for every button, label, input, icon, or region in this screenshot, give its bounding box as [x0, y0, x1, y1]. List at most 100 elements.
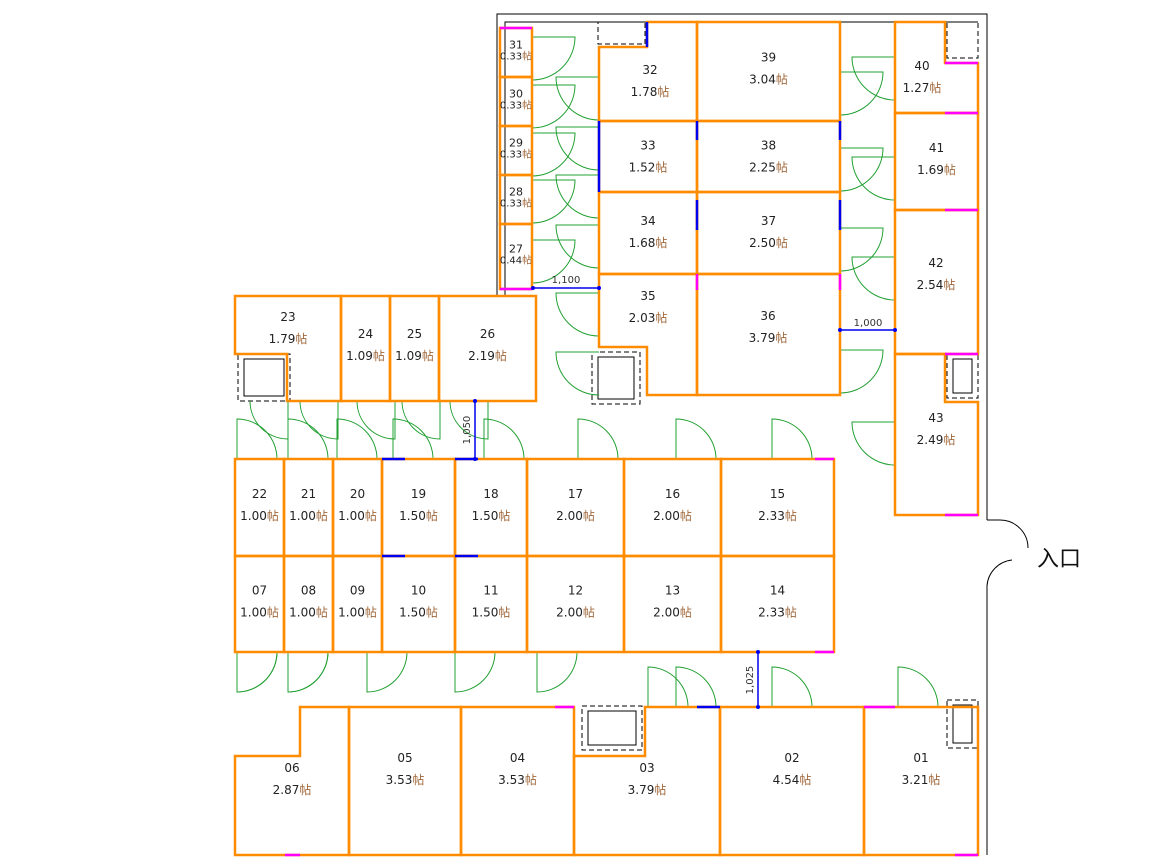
- doors: [236, 36, 939, 708]
- room-34[interactable]: 341.68帖: [597, 190, 699, 276]
- area-unit: 帖: [655, 235, 667, 250]
- door-swing-icon[interactable]: [647, 666, 689, 708]
- room-26[interactable]: 262.19帖: [437, 294, 538, 403]
- room-41[interactable]: 411.69帖: [893, 111, 980, 212]
- area-value: 1.09: [395, 349, 422, 363]
- room-number: 27: [509, 243, 523, 256]
- door-swing-icon[interactable]: [555, 76, 600, 121]
- room-37[interactable]: 372.50帖: [695, 190, 842, 276]
- room-16[interactable]: 162.00帖: [622, 457, 723, 558]
- room-38[interactable]: 382.25帖: [695, 119, 842, 194]
- room-12[interactable]: 122.00帖: [525, 554, 626, 654]
- door-swing-icon[interactable]: [555, 126, 600, 171]
- room-02[interactable]: 024.54帖: [718, 705, 866, 857]
- room-04[interactable]: 043.53帖: [459, 705, 576, 857]
- door-swing-icon[interactable]: [531, 239, 576, 284]
- door-swing-icon[interactable]: [531, 36, 576, 81]
- room-23[interactable]: 231.79帖: [233, 294, 343, 403]
- door-swing-icon[interactable]: [531, 132, 576, 177]
- door-swing-icon[interactable]: [771, 666, 813, 708]
- door-swing-icon[interactable]: [454, 651, 496, 693]
- door-swing-icon[interactable]: [366, 651, 408, 693]
- room-24[interactable]: 241.09帖: [339, 294, 392, 403]
- door-swing-icon[interactable]: [336, 418, 378, 460]
- room-06[interactable]: 062.87帖: [233, 705, 351, 857]
- door-swing-icon[interactable]: [249, 400, 289, 440]
- door-swing-icon[interactable]: [851, 421, 896, 466]
- door-swing-icon[interactable]: [449, 400, 489, 440]
- door-swing-icon[interactable]: [839, 71, 884, 116]
- room-14[interactable]: 142.33帖: [719, 554, 836, 654]
- entrance[interactable]: 入口: [986, 519, 1081, 587]
- room-09[interactable]: 091.00帖: [331, 554, 384, 654]
- pillar-dashed-outline: [237, 353, 291, 402]
- door-swing-icon[interactable]: [839, 349, 884, 394]
- room-area: 1.00帖: [338, 604, 377, 619]
- door-swing-icon[interactable]: [577, 418, 619, 460]
- door-swing-icon[interactable]: [392, 418, 434, 460]
- room-10[interactable]: 101.50帖: [380, 554, 457, 654]
- room-20[interactable]: 201.00帖: [331, 457, 384, 558]
- room-33[interactable]: 331.52帖: [597, 119, 699, 194]
- room-07[interactable]: 071.00帖: [233, 554, 286, 654]
- room-number: 28: [509, 186, 523, 199]
- room-01[interactable]: 013.21帖: [862, 705, 980, 857]
- room-05[interactable]: 053.53帖: [347, 705, 463, 857]
- room-number: 31: [509, 39, 523, 52]
- room-39[interactable]: 393.04帖: [695, 20, 842, 123]
- door-swing-icon[interactable]: [555, 224, 600, 269]
- door-swing-icon[interactable]: [483, 418, 525, 460]
- room-13[interactable]: 132.00帖: [622, 554, 723, 654]
- room-15[interactable]: 152.33帖: [719, 457, 836, 558]
- area-unit: 帖: [522, 99, 532, 112]
- room-18[interactable]: 181.50帖: [453, 457, 529, 558]
- door-swing-icon[interactable]: [897, 666, 939, 708]
- area-value: 1.00: [338, 605, 365, 619]
- room-25[interactable]: 251.09帖: [388, 294, 441, 403]
- room-11[interactable]: 111.50帖: [453, 554, 529, 654]
- door-swing-icon[interactable]: [287, 418, 329, 460]
- door-swing-icon[interactable]: [287, 651, 329, 693]
- room-area: 0.33帖: [500, 99, 532, 112]
- door-swing-icon[interactable]: [675, 666, 717, 708]
- door-swing-icon[interactable]: [236, 418, 278, 460]
- room-area: 2.00帖: [653, 604, 692, 619]
- door-swing-icon[interactable]: [851, 56, 896, 101]
- room-03[interactable]: 033.79帖: [572, 705, 722, 857]
- room-43[interactable]: 432.49帖: [893, 352, 980, 517]
- area-unit: 帖: [583, 604, 595, 619]
- door-swing-icon[interactable]: [771, 418, 813, 460]
- door-swing-icon[interactable]: [531, 84, 576, 129]
- door-swing-icon[interactable]: [236, 651, 278, 693]
- room-21[interactable]: 211.00帖: [282, 457, 335, 558]
- room-17[interactable]: 172.00帖: [525, 457, 626, 558]
- door-swing-icon[interactable]: [851, 256, 896, 301]
- room-19[interactable]: 191.50帖: [380, 457, 457, 558]
- room-number: 08: [301, 583, 316, 597]
- door-swing-icon[interactable]: [675, 418, 717, 460]
- room-number: 10: [411, 583, 426, 597]
- room-22[interactable]: 221.00帖: [233, 457, 286, 558]
- door-swing-icon[interactable]: [839, 227, 884, 272]
- area-unit: 帖: [422, 348, 434, 363]
- room-36[interactable]: 363.79帖: [695, 272, 842, 397]
- area-value: 1.00: [289, 509, 316, 523]
- door-swing-icon[interactable]: [555, 174, 600, 219]
- door-swing-icon[interactable]: [531, 179, 576, 224]
- room-08[interactable]: 081.00帖: [282, 554, 335, 654]
- door-swing-icon[interactable]: [555, 292, 600, 337]
- room-42[interactable]: 422.54帖: [893, 208, 980, 356]
- door-swing-icon[interactable]: [401, 400, 441, 440]
- room-40[interactable]: 401.27帖: [893, 20, 980, 115]
- room-35[interactable]: 352.03帖: [597, 272, 699, 397]
- door-swing-icon[interactable]: [299, 400, 339, 440]
- area-unit: 帖: [525, 772, 537, 787]
- door-swing-icon[interactable]: [851, 156, 896, 201]
- door-swing-icon[interactable]: [555, 351, 600, 396]
- door-swing-icon[interactable]: [536, 651, 578, 693]
- door-swing-icon[interactable]: [287, 651, 329, 693]
- room-outline: [380, 457, 457, 558]
- door-swing-icon[interactable]: [236, 651, 278, 693]
- door-swing-icon[interactable]: [356, 400, 396, 440]
- door-swing-icon[interactable]: [839, 147, 884, 192]
